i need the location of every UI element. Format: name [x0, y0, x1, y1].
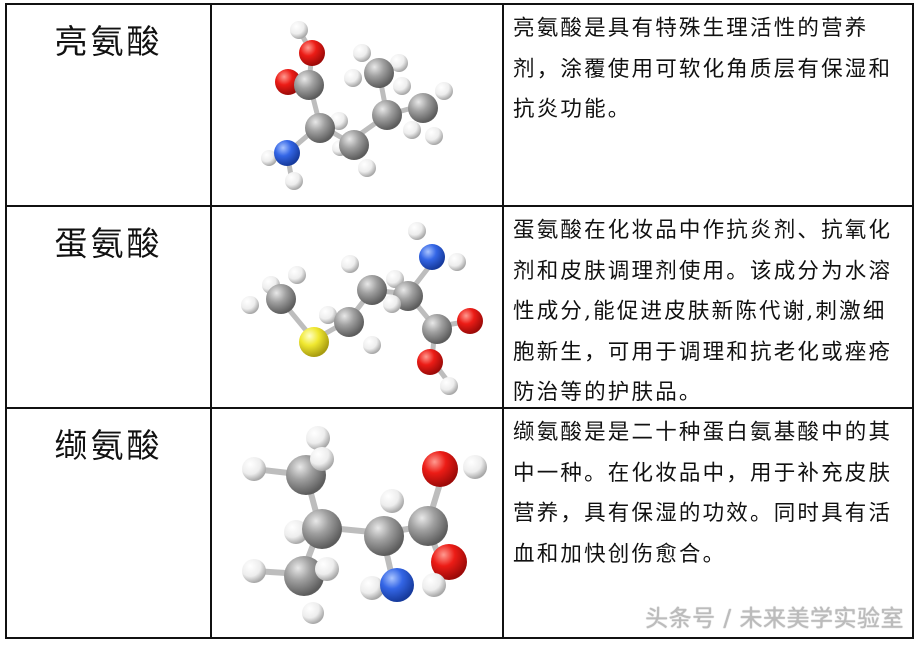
molecule-cell — [212, 409, 504, 637]
name-cell: 缬氨酸 — [7, 409, 212, 637]
watermark: 头条号 / 未来美学实验室 — [645, 606, 904, 632]
amino-acid-name: 亮氨酸 — [54, 22, 163, 61]
leucine-molecule-icon — [261, 21, 453, 190]
methionine-molecule-icon — [241, 222, 483, 395]
name-cell: 亮氨酸 — [7, 5, 212, 205]
molecule-cell — [212, 5, 504, 205]
table-row: 缬氨酸 — [7, 407, 912, 637]
amino-acid-name: 蛋氨酸 — [54, 224, 163, 263]
amino-acid-table: 亮氨酸 — [5, 3, 914, 639]
table-row: 亮氨酸 — [7, 5, 912, 205]
amino-acid-description: 蛋氨酸在化妆品中作抗炎剂、抗氧化剂和皮肤调理剂使用。该成分为水溶性成分,能促进皮… — [513, 218, 893, 405]
valine-molecule-icon — [242, 426, 487, 624]
description-cell: 亮氨酸是具有特殊生理活性的营养剂，涂覆使用可软化角质层有保湿和抗炎功能。 — [504, 5, 912, 205]
table-row: 蛋氨酸 — [7, 205, 912, 407]
amino-acid-description: 亮氨酸是具有特殊生理活性的营养剂，涂覆使用可软化角质层有保湿和抗炎功能。 — [513, 16, 893, 122]
amino-acid-description: 缬氨酸是是二十种蛋白氨基酸中的其中一种。在化妆品中，用于补充皮肤营养，具有保湿的… — [513, 420, 893, 567]
name-cell: 蛋氨酸 — [7, 207, 212, 407]
amino-acid-name: 缬氨酸 — [54, 426, 163, 465]
description-cell: 蛋氨酸在化妆品中作抗炎剂、抗氧化剂和皮肤调理剂使用。该成分为水溶性成分,能促进皮… — [504, 207, 912, 407]
description-cell: 缬氨酸是是二十种蛋白氨基酸中的其中一种。在化妆品中，用于补充皮肤营养，具有保湿的… — [504, 409, 912, 637]
molecule-cell — [212, 207, 504, 407]
